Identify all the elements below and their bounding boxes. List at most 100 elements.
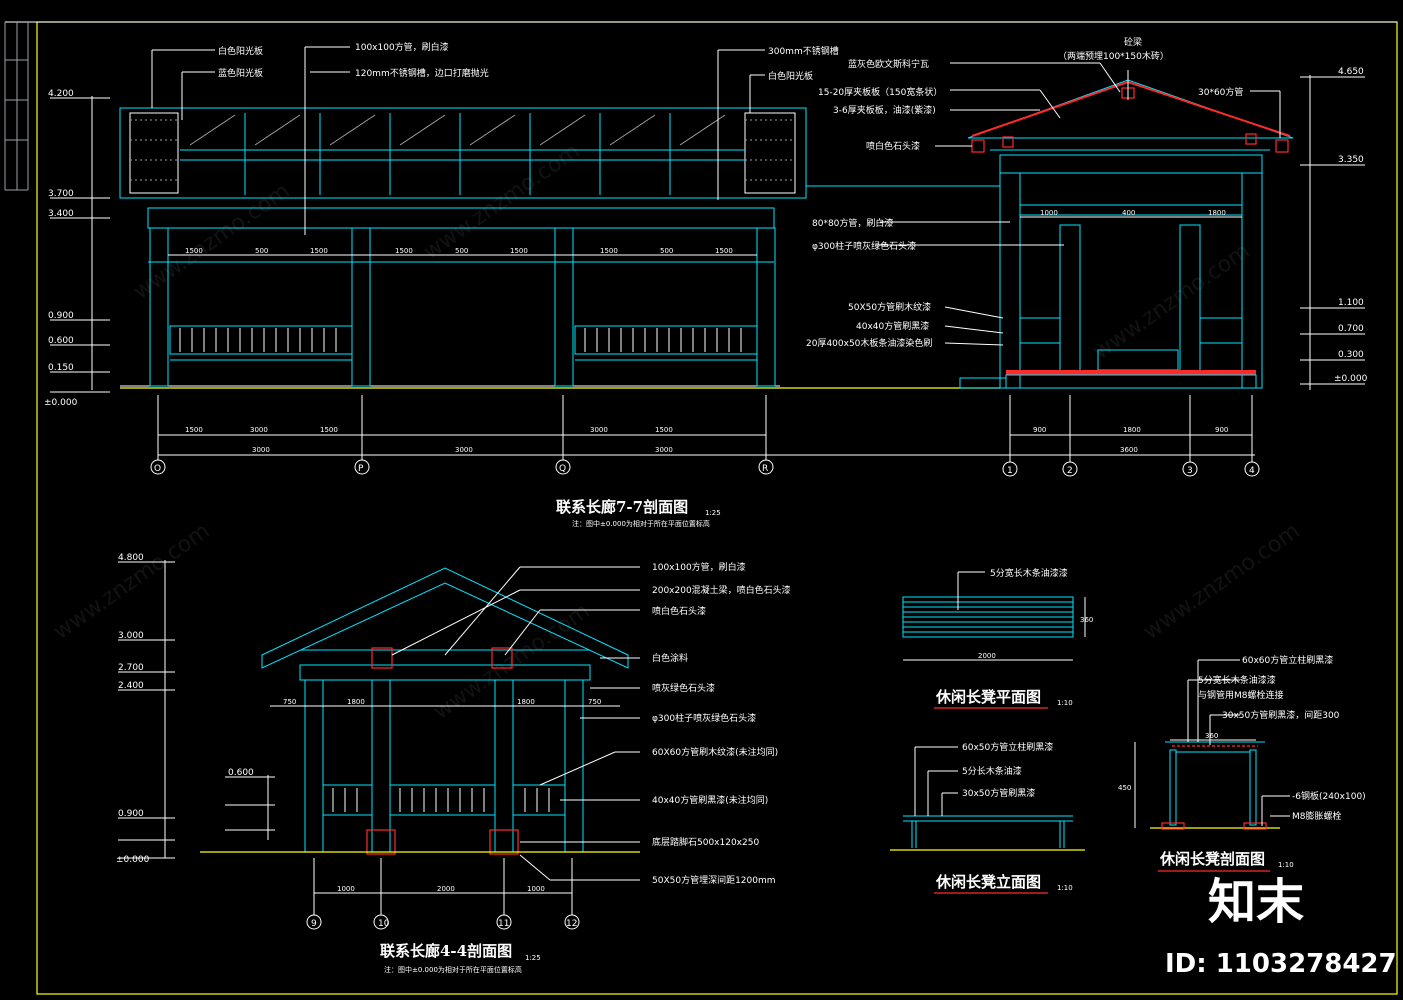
dimension: 1500 <box>395 247 413 255</box>
label: 砼梁 <box>1124 36 1142 48</box>
elevation: 0.150 <box>48 363 74 373</box>
dimension: 1500 <box>510 247 528 255</box>
dimension: 1500 <box>600 247 618 255</box>
label: 15-20厚夹板板（150宽条状） <box>818 86 942 98</box>
scale: 1:10 <box>1057 699 1073 707</box>
dimension: 500 <box>455 247 468 255</box>
elevation: 0.700 <box>1338 324 1364 334</box>
brand-watermark: 知末 ID: 1103278427 <box>1165 874 1397 979</box>
section-77-title: 联系长廊7-7剖面图 <box>556 498 688 516</box>
dimension: 1000 <box>337 885 355 893</box>
drawing-frame <box>4 21 1398 995</box>
label: φ300柱子喷灰绿色石头漆 <box>812 240 916 252</box>
svg-text:www.znzmo.com: www.znzmo.com <box>419 139 584 265</box>
dimension: 3000 <box>252 446 270 454</box>
svg-text:www.znzmo.com: www.znzmo.com <box>1139 519 1304 645</box>
dimension: 500 <box>660 247 673 255</box>
grid-label: 9 <box>311 919 317 929</box>
ghost-watermark: www.znzmo.com www.znzmo.com www.znzmo.co… <box>49 139 1304 725</box>
elevation: 3.400 <box>48 209 74 219</box>
grid-axes-right <box>1002 395 1260 477</box>
label: 蓝色阳光板 <box>218 67 263 79</box>
dimension: 1800 <box>517 698 535 706</box>
bench-section: 60x60方管立柱刷黑漆 5分宽长木条油漆漆 与钢管用M8螺栓连接 30x50方… <box>1118 654 1366 872</box>
grid-label: 4 <box>1249 466 1255 476</box>
section-pavilion-right: 砼梁 （两端预埋100*150木砖） 蓝灰色欧文斯科宁瓦 15-20厚夹板板（1… <box>806 36 1368 477</box>
dimension: 1500 <box>310 247 328 255</box>
elevation-column-right <box>1300 75 1365 390</box>
elevation: 3.000 <box>118 631 144 641</box>
label: 30x50方管刷黑漆 <box>962 787 1035 799</box>
dimension: 1500 <box>655 426 673 434</box>
grid-label: O <box>154 464 161 474</box>
scale: 1:25 <box>525 954 541 962</box>
label: 200x200混凝土梁，喷白色石头漆 <box>652 584 791 596</box>
elevation: 0.600 <box>48 336 74 346</box>
elevation: 3.350 <box>1338 155 1364 165</box>
dimension: 500 <box>255 247 268 255</box>
dimension: 400 <box>1122 209 1135 217</box>
grid-label: R <box>762 464 768 474</box>
dimension: 900 <box>1215 426 1228 434</box>
elevation: 4.650 <box>1338 67 1364 77</box>
elevation: ±0.000 <box>1334 374 1368 384</box>
label: 60x50方管立柱刷黑漆 <box>962 741 1053 753</box>
label: 80*80方管，刷白漆 <box>812 217 893 229</box>
section-4-4: 100x100方管，刷白漆 200x200混凝土梁，喷白色石头漆 喷白色石头漆 … <box>116 553 791 974</box>
bench-section-title: 休闲长凳剖面图 <box>1159 850 1265 868</box>
elevation: 0.600 <box>228 768 254 778</box>
dimension: 1500 <box>715 247 733 255</box>
label: 30*60方管 <box>1198 86 1243 98</box>
label: M8膨胀螺栓 <box>1292 810 1342 822</box>
grid-label: 2 <box>1067 466 1073 476</box>
dimension: 1000 <box>527 885 545 893</box>
dimension: 3000 <box>655 446 673 454</box>
grid-label: 10 <box>378 919 390 929</box>
dimension: 750 <box>283 698 296 706</box>
label: 120mm不锈钢槽，边口打磨抛光 <box>355 67 489 79</box>
dimension: 750 <box>588 698 601 706</box>
label: 20厚400x50木板条油漆染色刷 <box>806 337 932 349</box>
leader-lines-right <box>875 62 1281 346</box>
grid-label: 3 <box>1187 466 1193 476</box>
elevation: 2.400 <box>118 681 144 691</box>
dimension: 1800 <box>1123 426 1141 434</box>
dimension: 2000 <box>978 652 996 660</box>
dimension: 360 <box>1205 732 1218 740</box>
label: 300mm不锈钢槽 <box>768 45 839 57</box>
label: （两端预埋100*150木砖） <box>1058 50 1169 62</box>
label: 50X50方管刷木纹漆 <box>848 301 931 313</box>
grid-label: 11 <box>498 919 509 929</box>
dimension: 900 <box>1033 426 1046 434</box>
section-44-note: 注：图中±0.000为相对于所在平面位置标高 <box>384 965 522 974</box>
grid-axes-77 <box>150 395 774 475</box>
brand-logo-text: 知末 <box>1208 874 1304 930</box>
dimension: 3000 <box>590 426 608 434</box>
dimension: 450 <box>1118 784 1131 792</box>
label: 40x40方管刷黑漆 <box>856 320 929 332</box>
dimension: 3000 <box>455 446 473 454</box>
label: 5分宽长木条油漆漆 <box>1198 674 1276 686</box>
dimension: 1800 <box>347 698 365 706</box>
elevation: 4.200 <box>48 89 74 99</box>
svg-text:www.znzmo.com: www.znzmo.com <box>49 519 214 645</box>
elevation: ±0.000 <box>44 398 78 408</box>
elevation: 0.900 <box>48 311 74 321</box>
label: 30x50方管刷黑漆，间距300 <box>1222 709 1340 721</box>
label: 100x100方管，刷白漆 <box>355 41 449 53</box>
elevation: 4.800 <box>118 553 144 563</box>
elevation: ±0.000 <box>116 855 150 865</box>
elevation: 1.100 <box>1338 298 1364 308</box>
leader-lines-77 <box>151 46 765 235</box>
section-44-title: 联系长廊4-4剖面图 <box>380 942 512 960</box>
elevation: 3.700 <box>48 189 74 199</box>
label: 喷白色石头漆 <box>866 140 920 152</box>
dimension: 1000 <box>1040 209 1058 217</box>
dimension: 3600 <box>1120 446 1138 454</box>
bench-plan-title: 休闲长凳平面图 <box>935 688 1041 706</box>
scale: 1:25 <box>705 509 721 517</box>
label: 3-6厚夹板板，油漆(紫漆) <box>833 104 936 116</box>
grid-label: P <box>358 464 364 474</box>
bench-slats-44 <box>332 788 550 812</box>
label: 底层踏脚石500x120x250 <box>652 836 759 848</box>
